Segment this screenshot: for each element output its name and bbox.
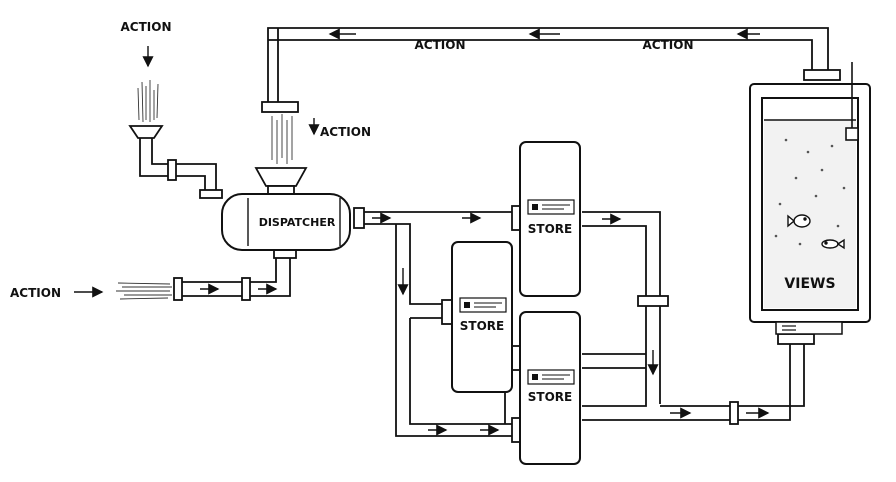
flow-arrows [74,28,770,436]
store-bottom: STORE [519,311,581,465]
action-left-label: ACTION [10,286,61,300]
store-middle-label: STORE [460,319,504,333]
views-top-coupler [803,69,841,81]
store-bottom-label: STORE [528,390,572,404]
views-tank: VIEWS [749,62,871,335]
tank-water [764,120,856,308]
dispatcher-funnel-icon [254,167,308,187]
store-top-label: STORE [528,222,572,236]
store-middle: STORE [451,241,513,393]
faucet-icon [845,62,859,141]
store-to-views-pipe [582,211,805,421]
store-top: STORE [519,141,581,297]
views-label: VIEWS [784,276,835,292]
action-pipe-label-2: ACTION [643,38,694,52]
return-pipe-outlet [261,101,299,113]
water-stream-icon [116,80,293,300]
top-funnel [128,125,164,139]
fish-icon [821,238,845,250]
action-pipe-label-1: ACTION [415,38,466,52]
funnel-icon [128,125,164,139]
dispatcher-label: DISPATCHER [259,216,336,229]
action-top-label: ACTION [121,20,172,34]
top-funnel-pipe [139,138,217,192]
return-pipe [267,27,829,104]
left-inlet-pipe [180,258,291,297]
action-drop-label: ACTION [320,125,371,139]
dispatcher: DISPATCHER [221,167,351,251]
dispatcher-tank [221,193,351,251]
fish-icon [787,214,811,228]
dispatcher-outlet-pipe [356,211,512,437]
